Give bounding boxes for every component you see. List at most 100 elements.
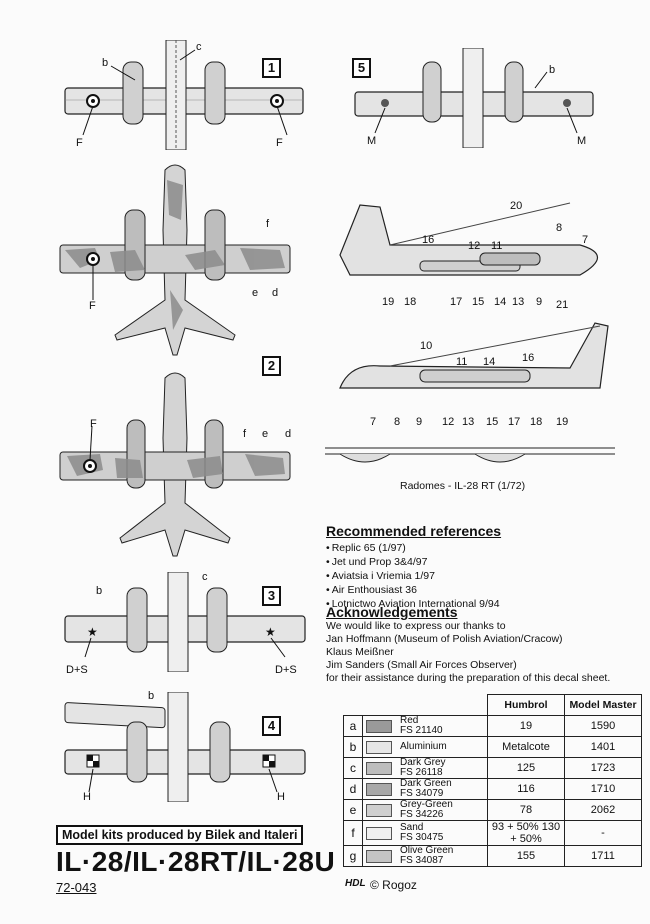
callout-7: 7 (582, 234, 589, 246)
hdl-logo: HDL (345, 878, 366, 889)
reference-item: Replic 65 (1/97) (326, 541, 636, 555)
callout-17: 17 (508, 416, 521, 428)
color-letter: a (343, 715, 363, 737)
main-title: IL·28/IL·28RT/IL·28U (56, 846, 336, 877)
swatch-box (366, 803, 392, 817)
letter-d-label: d (272, 287, 279, 299)
reference-item: Jet und Prop 3&4/97 (326, 555, 636, 569)
ack-line: Jan Hoffmann (Museum of Polish Aviation/… (326, 633, 563, 645)
humbrol-value: 125 (487, 757, 565, 779)
humbrol-value: 93 + 50% 130 + 50% (487, 820, 565, 846)
model-master-value: 2062 (564, 799, 642, 821)
letter-f-label: f (266, 218, 270, 230)
letter-b-label: b (549, 64, 556, 76)
mark-h-right: H (277, 791, 285, 803)
reference-item: Air Enthousiast 36 (326, 583, 636, 597)
color-letter: f (343, 820, 363, 846)
plan-view-5 (354, 48, 594, 148)
callout-12: 12 (468, 240, 481, 252)
view-number-3: 3 (262, 586, 281, 606)
plan-view-4 (64, 692, 306, 802)
plan-view-1 (64, 40, 304, 150)
model-master-header: Model Master (564, 694, 642, 716)
model-master-value: 1711 (564, 845, 642, 867)
humbrol-value: 19 (487, 715, 565, 737)
mark-f-right: F (276, 137, 283, 149)
callout-8: 8 (394, 416, 401, 428)
callout-9: 9 (416, 416, 423, 428)
model-master-value: 1723 (564, 757, 642, 779)
callout-18: 18 (530, 416, 543, 428)
mark-h-left: H (83, 791, 91, 803)
color-name-text: Dark Grey (400, 757, 446, 768)
swatch-box (366, 826, 392, 840)
letter-c-label: c (196, 41, 202, 53)
ack-line: We would like to express our thanks to (326, 620, 506, 632)
letter-e-label: e (262, 428, 269, 440)
svg-text:★: ★ (87, 625, 98, 639)
color-swatch (362, 757, 397, 779)
callout-9: 9 (536, 296, 543, 308)
color-swatch (362, 715, 397, 737)
letter-b-label: b (102, 57, 109, 69)
mark-m-left: M (367, 135, 377, 147)
callout-21: 21 (556, 299, 569, 311)
color-letter: g (343, 845, 363, 867)
swatch-box (366, 740, 392, 754)
callout-13: 13 (512, 296, 525, 308)
ack-line: Klaus Meißner (326, 646, 394, 658)
callout-12: 12 (442, 416, 455, 428)
letter-b-label: b (148, 690, 155, 702)
radomes-drawing (325, 447, 615, 463)
mark-ds-right: D+S (275, 664, 297, 676)
callout-7: 7 (370, 416, 377, 428)
humbrol-value: Metalcote (487, 736, 565, 758)
swatch-box (366, 782, 392, 796)
plan-view-3: ★ ★ (64, 572, 306, 672)
color-swatch (362, 736, 397, 758)
callout-19: 19 (382, 296, 395, 308)
model-master-value: 1401 (564, 736, 642, 758)
view-number-5: 5 (352, 58, 371, 78)
color-name-text: Grey-Green (400, 799, 453, 810)
color-fs-code: FS 30475 (400, 832, 444, 843)
model-master-value: 1710 (564, 778, 642, 800)
plan-view-2 (59, 372, 291, 557)
references-title: Recommended references (326, 523, 502, 539)
color-name-text: Dark Green (400, 778, 452, 789)
callout-11: 11 (456, 356, 468, 368)
color-name-text: Sand (400, 822, 424, 833)
view-number-1: 1 (262, 58, 281, 78)
color-name-text: Red (400, 715, 419, 726)
radomes-caption: Radomes - IL-28 RT (1/72) (400, 480, 526, 492)
humbrol-value: 78 (487, 799, 565, 821)
model-master-value: 1590 (564, 715, 642, 737)
model-master-value: - (564, 820, 642, 846)
reference-item: Aviatsia i Vriemia 1/97 (326, 569, 636, 583)
mark-ds-left: D+S (66, 664, 88, 676)
ack-line: for their assistance during the preparat… (326, 672, 611, 684)
callout-11: 11 (491, 240, 503, 252)
mark-f-label: F (90, 418, 97, 430)
callout-15: 15 (486, 416, 499, 428)
callout-15: 15 (472, 296, 485, 308)
color-letter: e (343, 799, 363, 821)
color-letter: d (343, 778, 363, 800)
callout-16: 16 (522, 352, 535, 364)
color-letter: b (343, 736, 363, 758)
mark-f-left: F (76, 137, 83, 149)
letter-e-label: e (252, 287, 259, 299)
color-fs-code: FS 34079 (400, 788, 444, 799)
letter-d-label: d (285, 428, 292, 440)
callout-16: 16 (422, 234, 435, 246)
swatch-box (366, 719, 392, 733)
mark-m-right: M (577, 135, 587, 147)
color-swatch (362, 845, 397, 867)
color-name-text: Aluminium (400, 741, 447, 752)
color-name: Aluminium (397, 736, 488, 758)
